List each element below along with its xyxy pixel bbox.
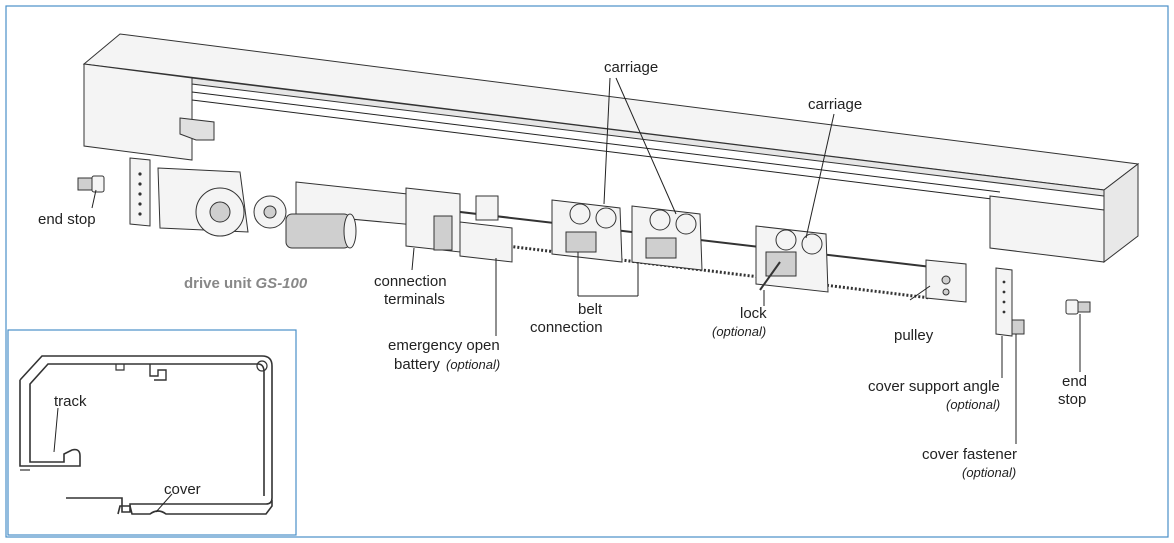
outer-border — [5, 5, 1169, 538]
drive-unit-text: drive unit — [184, 275, 252, 292]
drive-model-text: GS-100 — [256, 275, 308, 292]
profile-inset: track cover — [7, 329, 297, 536]
pulley-part — [925, 259, 967, 303]
label-emergency-2: battery — [394, 356, 440, 373]
label-connection-terminals-2: terminals — [384, 291, 445, 308]
label-belt-connection-1: belt — [578, 301, 603, 318]
right-mount-bracket — [995, 267, 1025, 337]
label-belt-connection-2: connection — [530, 319, 603, 336]
leader-lines — [91, 77, 1081, 444]
left-mount-bracket — [129, 157, 151, 227]
label-carriage-1: carriage — [604, 59, 658, 76]
label-end-stop-right-1: end — [1062, 373, 1087, 390]
header-rail — [82, 33, 1140, 264]
label-cover-support-optional: (optional) — [946, 397, 1000, 412]
label-cover-fastener-optional: (optional) — [962, 465, 1016, 480]
label-emergency-1: emergency open — [388, 337, 500, 354]
inset-label-track: track — [54, 393, 87, 410]
label-emergency-optional: (optional) — [446, 357, 500, 372]
carriage-1-part — [551, 199, 623, 263]
label-cover-support-angle: cover support angle — [868, 378, 1000, 395]
label-end-stop-left: end stop — [38, 211, 96, 228]
label-lock: lock — [740, 305, 767, 322]
label-cover-fastener: cover fastener — [922, 446, 1017, 463]
label-lock-optional: (optional) — [712, 324, 766, 339]
track-profile — [19, 355, 273, 513]
drive-unit — [157, 167, 427, 249]
connection-terminals-part — [405, 187, 513, 263]
label-connection-terminals-1: connection — [374, 273, 447, 290]
label-end-stop-right-2: stop — [1058, 391, 1086, 408]
label-carriage-2: carriage — [808, 96, 862, 113]
label-pulley: pulley — [894, 327, 934, 344]
inset-label-cover: cover — [164, 481, 201, 498]
end-stop-right-part — [1065, 299, 1091, 315]
carriage-3-part — [755, 225, 829, 293]
end-stop-left-part — [77, 175, 105, 193]
carriage-2-part — [631, 205, 703, 271]
